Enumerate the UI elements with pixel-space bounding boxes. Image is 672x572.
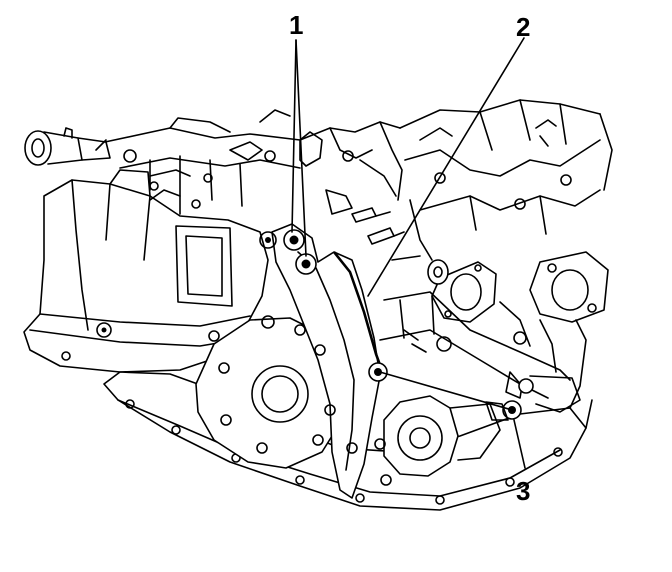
mount-arm-right [379, 291, 581, 421]
engine-mount-bracket [259, 207, 405, 499]
starter-motor [374, 395, 501, 486]
engine-illustration [23, 99, 613, 511]
exhaust-flange [529, 251, 609, 323]
upper-detail-lines [95, 127, 453, 261]
coolant-pipe-left [24, 127, 111, 166]
callout-3-label: 3 [516, 476, 530, 506]
center-flange [427, 259, 497, 323]
callout-1-label: 1 [289, 10, 303, 40]
leader-lines [291, 37, 526, 469]
callout-1: 1 [289, 10, 303, 40]
callout-2: 2 [516, 12, 530, 42]
exhaust-manifold-right [399, 99, 613, 235]
callout-2-label: 2 [516, 12, 530, 42]
callout-3: 3 [516, 476, 530, 506]
upper-manifold [104, 109, 403, 215]
transaxle-case [23, 169, 269, 373]
